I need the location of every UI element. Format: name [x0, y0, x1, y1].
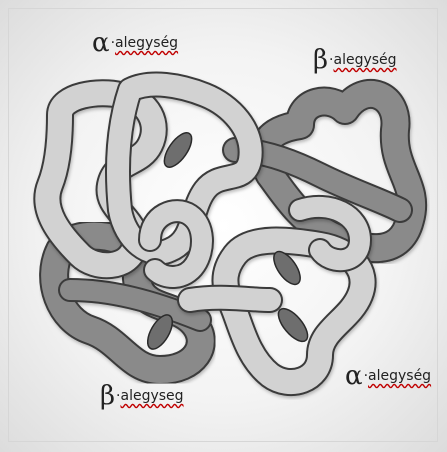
alpha-symbol: α [92, 28, 110, 58]
label-beta-subunit-bottom: β·alegyseg [100, 383, 184, 409]
heme-group-beta-bottom [143, 311, 178, 353]
label-text: alegység [333, 52, 396, 68]
alpha-symbol: α [345, 361, 363, 391]
alpha-subunit-top-left [47, 85, 250, 277]
label-alpha-subunit-bottom: α·alegység [345, 363, 431, 389]
label-text: alegyseg [120, 388, 183, 404]
beta-symbol: β [100, 381, 115, 411]
heme-group-alpha-bottom [273, 304, 313, 346]
label-alpha-subunit-top: α·alegység [92, 30, 178, 56]
label-text: alegység [115, 35, 178, 51]
beta-symbol: β [313, 45, 328, 75]
label-beta-subunit-top: β·alegység [313, 47, 397, 73]
label-text: alegység [368, 368, 431, 384]
beta-subunit-top-right [235, 94, 412, 248]
